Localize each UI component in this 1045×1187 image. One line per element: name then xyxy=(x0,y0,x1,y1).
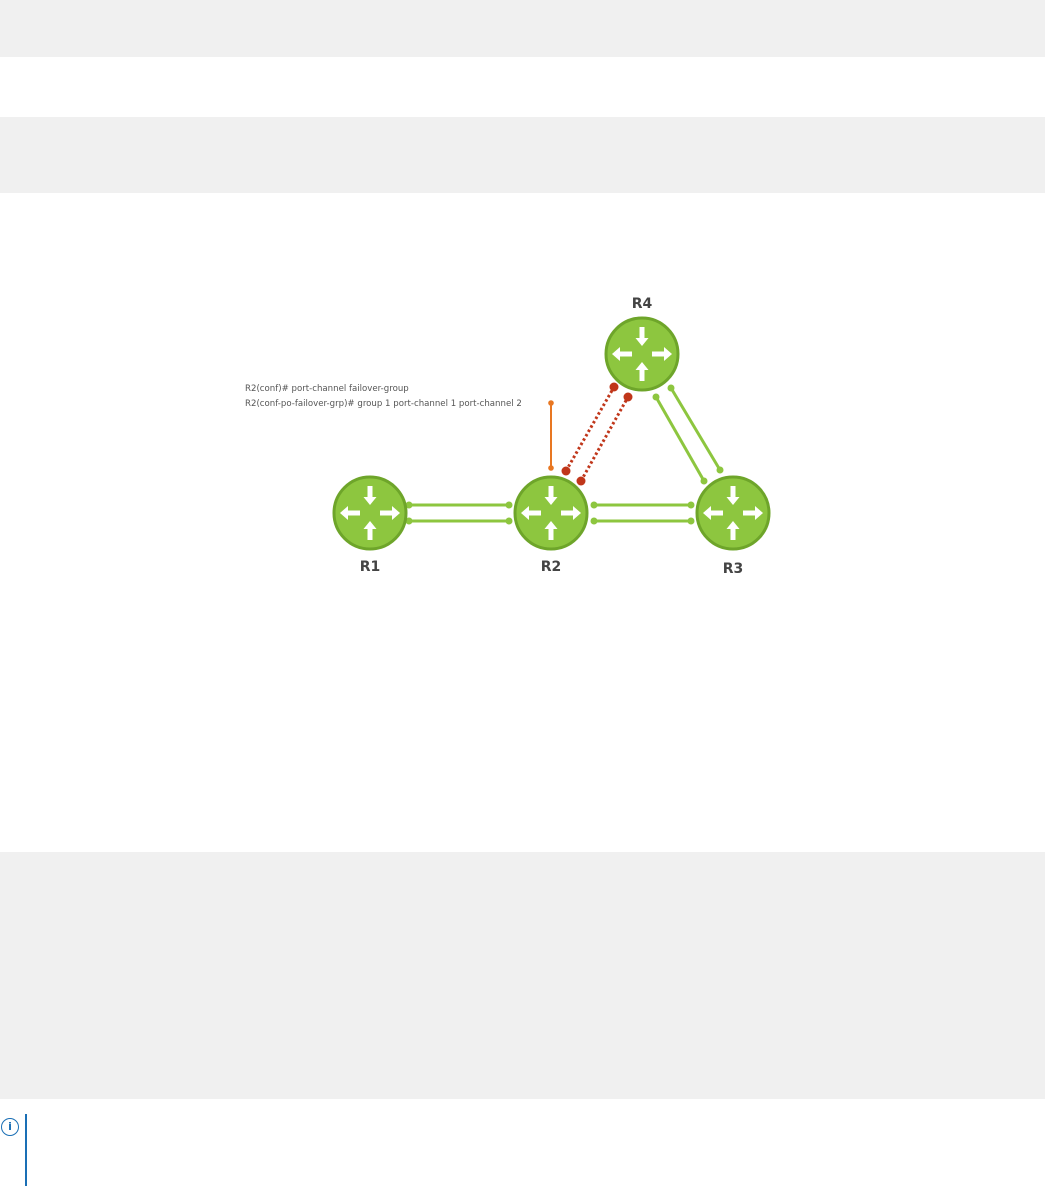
link-r1-r2 xyxy=(405,501,513,525)
router-label-r2: R2 xyxy=(541,559,562,575)
note-accent-bar xyxy=(25,1114,27,1186)
gray-band-bottom xyxy=(0,852,1045,1099)
router-r3 xyxy=(695,475,771,551)
info-icon: i xyxy=(1,1118,19,1136)
link-r4-r3 xyxy=(652,384,724,485)
gray-band-middle xyxy=(0,117,1045,193)
command-callout xyxy=(548,400,554,471)
command-line-2: R2(conf-po-failover-grp)# group 1 port-c… xyxy=(245,399,522,409)
command-line-1: R2(conf)# port-channel failover-group xyxy=(245,384,409,394)
failover-link-r2-r4 xyxy=(561,382,633,486)
router-label-r4: R4 xyxy=(632,296,653,312)
gray-band-top xyxy=(0,0,1045,57)
link-r2-r3 xyxy=(590,501,695,525)
router-label-r1: R1 xyxy=(360,559,381,575)
router-r1 xyxy=(332,475,408,551)
router-label-r3: R3 xyxy=(723,561,744,577)
router-r2 xyxy=(513,475,589,551)
router-r4 xyxy=(604,316,680,392)
